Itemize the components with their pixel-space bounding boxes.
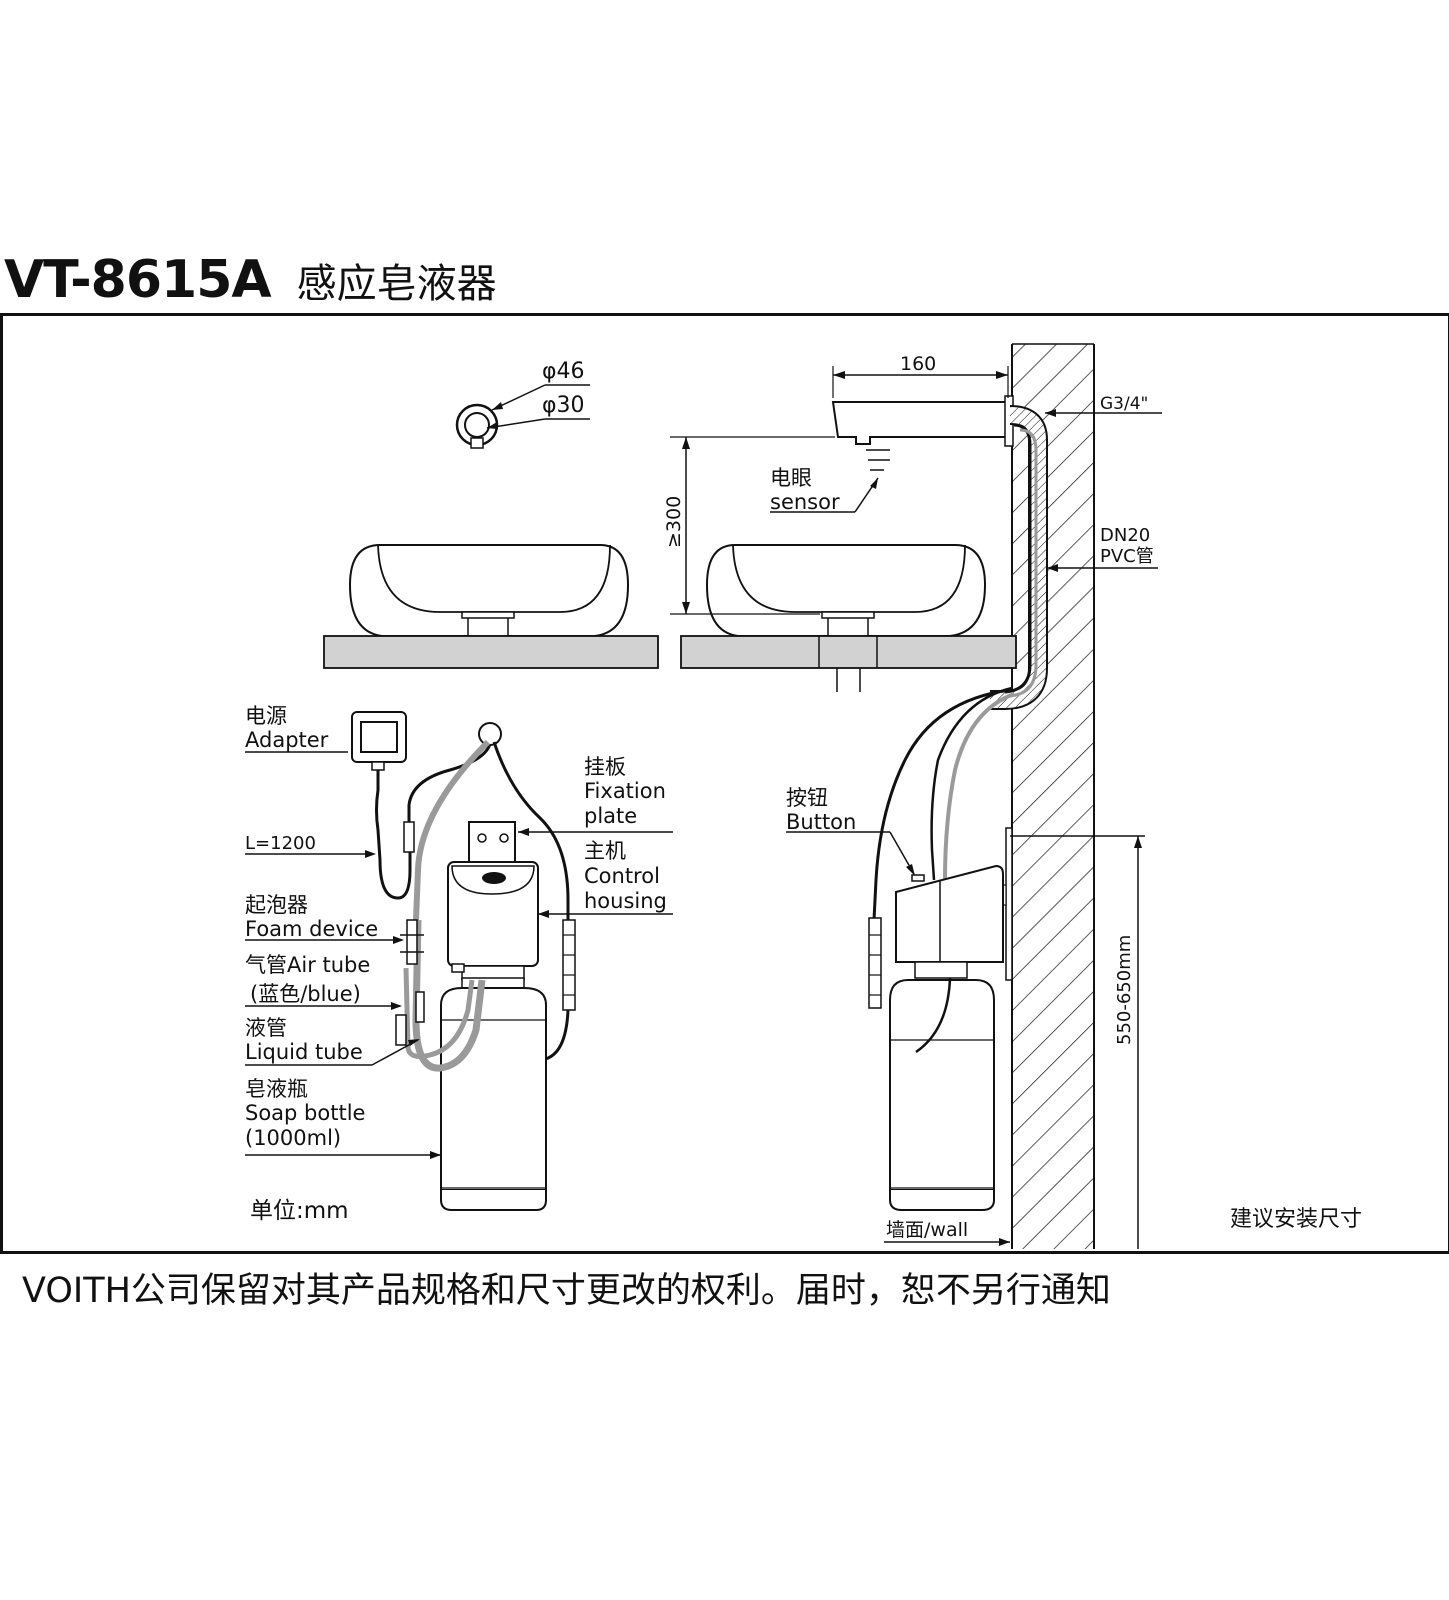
foam-label-en: Foam device xyxy=(245,917,378,941)
control-housing xyxy=(447,861,539,981)
wall-label: 墙面/wall xyxy=(886,1219,968,1241)
soap-bottle xyxy=(440,977,547,1211)
plate-label-en1: Fixation xyxy=(584,779,666,803)
callout-lines-middle xyxy=(518,828,673,918)
ring-inner-label: φ30 xyxy=(542,393,585,418)
bottle-label-cn: 皂液瓶 xyxy=(245,1077,308,1101)
unit-label: 单位:mm xyxy=(250,1198,349,1224)
pvc-pipe xyxy=(990,405,1048,710)
title-row: VT-8615A 感应皂液器 xyxy=(4,250,497,310)
thread-callout xyxy=(1045,409,1162,417)
basin-front xyxy=(323,544,659,669)
button-label-en: Button xyxy=(786,810,856,834)
plate-label-cn: 挂板 xyxy=(584,755,626,779)
foam-label-cn: 起泡器 xyxy=(245,893,308,917)
spout-side xyxy=(831,395,1014,471)
cable-length-label: L=1200 xyxy=(245,833,316,854)
connector-right xyxy=(868,917,882,1009)
dim-300 xyxy=(670,436,835,615)
control-label-cn: 主机 xyxy=(584,839,626,863)
foam-device xyxy=(395,919,425,1046)
sensor-label-en: sensor xyxy=(770,490,840,514)
spout-ring-front xyxy=(455,384,590,449)
spout-length-label: 160 xyxy=(900,353,936,375)
fixation-plate xyxy=(468,821,516,865)
plate-label-en2: plate xyxy=(584,804,637,828)
thread-label: G3/4" xyxy=(1100,394,1148,414)
adapter xyxy=(351,711,492,900)
adapter-label-en: Adapter xyxy=(245,728,329,752)
disclaimer: VOITH公司保留对其产品规格和尺寸更改的权利。届时，恕不另行通知 xyxy=(22,1271,1111,1311)
dim-install-height xyxy=(1010,835,1145,1249)
liquid-label-en: Liquid tube xyxy=(245,1040,363,1064)
wall xyxy=(1011,343,1095,1249)
pipe-label-line1: DN20 xyxy=(1100,525,1150,546)
button-label-cn: 按钮 xyxy=(786,786,828,810)
product-name: 感应皂液器 xyxy=(296,261,497,307)
liquid-label-cn: 液管 xyxy=(245,1016,287,1040)
basin-side xyxy=(680,544,1017,692)
height-label: ≥300 xyxy=(663,496,685,548)
bottle-label-en: Soap bottle xyxy=(245,1101,365,1125)
install-height-label: 550-650mm xyxy=(1114,935,1135,1045)
model-number: VT-8615A xyxy=(4,250,272,310)
air-tube-label: 气管Air tube xyxy=(245,953,370,977)
soap-bottle-installed xyxy=(889,977,995,1211)
dim-160 xyxy=(832,366,1009,398)
sensor-label-cn: 电眼 xyxy=(770,466,812,490)
sensor-callout xyxy=(770,477,879,513)
pipe-callout xyxy=(1047,564,1158,572)
control-label-en1: Control xyxy=(584,864,660,888)
connector-left xyxy=(562,919,576,1011)
wall-callout xyxy=(884,1238,1010,1246)
recommend-label: 建议安装尺寸 xyxy=(1230,1207,1362,1232)
tubes-installed xyxy=(872,686,1015,921)
air-tube-color-label: (蓝色/blue) xyxy=(250,982,361,1006)
bottle-capacity-label: (1000ml) xyxy=(245,1126,341,1150)
adapter-label-cn: 电源 xyxy=(245,704,287,728)
callout-lines-left xyxy=(245,751,441,1159)
ring-outer-label: φ46 xyxy=(542,359,585,384)
tubes xyxy=(403,919,486,1072)
pipe-label-line2: PVC管 xyxy=(1100,546,1154,567)
control-label-en2: housing xyxy=(584,889,667,913)
control-housing-installed xyxy=(895,864,1004,979)
button-callout xyxy=(786,831,915,876)
